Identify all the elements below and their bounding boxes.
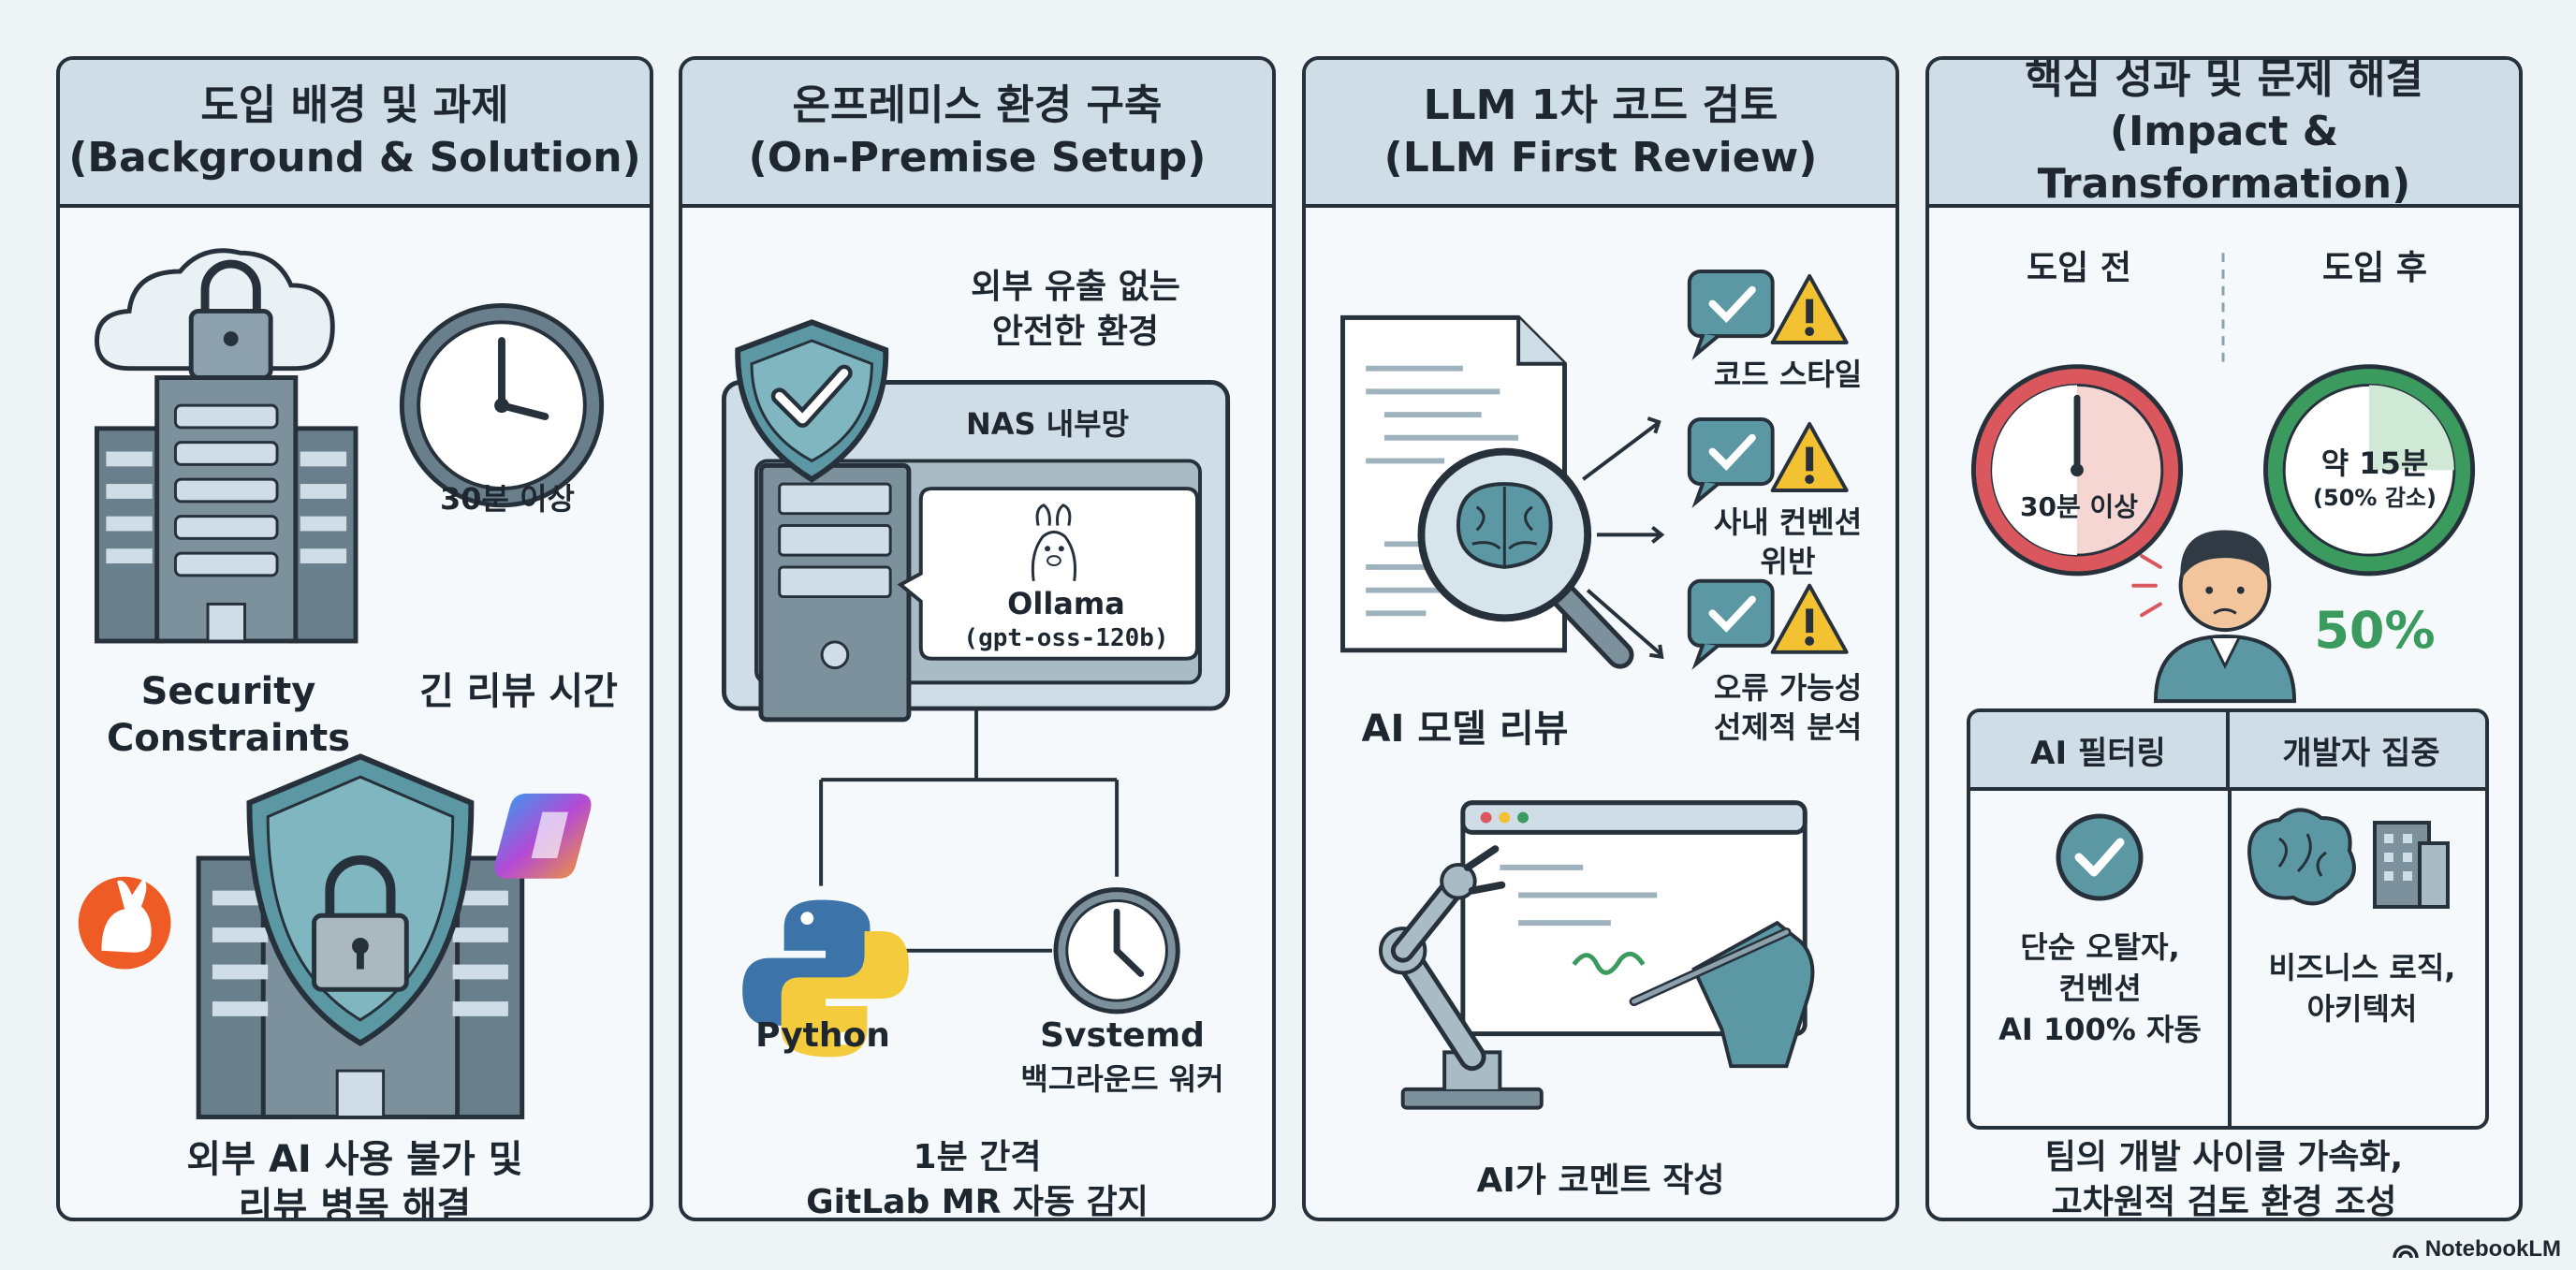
panel-title-ko: LLM 1차 코드 검토 [1423, 81, 1778, 129]
filter-line-3: AI 100% 자동 [1998, 1012, 2202, 1047]
brain-icon [2247, 808, 2356, 906]
dev-focus-header: 개발자 집중 [2230, 712, 2485, 791]
panel-header: 온프레미스 환경 구축 (On-Premise Setup) [682, 60, 1272, 208]
after-clock-line-2: (50% 감소) [2313, 485, 2437, 511]
systemd-clock-icon [1053, 887, 1180, 1015]
filter-line-2: 컨벤션 [2058, 971, 2142, 1006]
background-illustration [78, 248, 605, 1119]
ai-filter-header: AI 필터링 [1970, 712, 2230, 791]
after-label: 도입 후 [2322, 249, 2427, 287]
panel-title-ko: 핵심 성과 및 문제 해결 [2025, 56, 2423, 103]
panel-title-en: (On-Premise Setup) [748, 134, 1207, 182]
panel-title-en: (Impact & Transformation) [2037, 108, 2411, 208]
footer-line-1: 1분 간격 [913, 1138, 1042, 1176]
panel-header: 도입 배경 및 과제 (Background & Solution) [60, 60, 650, 208]
focus-line-2: 아키텍처 [2306, 991, 2418, 1027]
server-icon [758, 462, 912, 723]
check-circle-icon [2056, 813, 2144, 901]
focus-line-1: 비즈니스 로직, [2268, 950, 2456, 985]
panel-on-premise: 온프레미스 환경 구축 (On-Premise Setup) [679, 56, 1276, 1221]
error-line-2: 선제적 분석 [1713, 709, 1863, 745]
impact-illustration [1970, 253, 2476, 704]
panel-title-en: (Background & Solution) [68, 134, 641, 182]
before-clock-icon [1970, 364, 2184, 577]
panel-llm-review: LLM 1차 코드 검토 (LLM First Review) [1302, 56, 1899, 1221]
notebooklm-logo-icon [2392, 1245, 2419, 1259]
panel-impact: 핵심 성과 및 문제 해결 (Impact & Transformation) [1925, 56, 2523, 1221]
copilot-logo-icon [494, 793, 592, 879]
comparison-table: AI 필터링 개발자 집중 단순 오탈자, 컨벤션 AI 100% 자동 비즈니… [1967, 708, 2489, 1130]
security-constraints-label: Security Constraints [106, 670, 351, 760]
cloud-lock-icon [95, 248, 335, 381]
convention-warning-icon [1687, 417, 1849, 509]
after-clock-line-1: 약 15분 [2320, 445, 2429, 481]
before-label: 도입 전 [2027, 249, 2131, 287]
magnifier-brain-icon [1417, 447, 1634, 669]
hand-pen-icon [1629, 920, 1815, 1069]
panel-title-ko: 온프레미스 환경 구축 [792, 81, 1163, 129]
brand-label: NotebookLM [2424, 1236, 2561, 1262]
footer-line-2: 리뷰 병목 해결 [238, 1185, 472, 1221]
convention-line-1: 사내 컨벤션 [1713, 504, 1863, 540]
shield-lock-building-icon [196, 753, 525, 1119]
office-building-icon [2373, 821, 2450, 909]
bunny-logo-icon [78, 876, 171, 970]
footer-label: AI가 코멘트 작성 [1476, 1161, 1725, 1200]
python-logo-icon [742, 899, 909, 1058]
model-label: (gpt-oss-120b) [963, 624, 1169, 652]
panel-title-en: (LLM First Review) [1383, 134, 1818, 182]
convention-line-2: 위반 [1760, 544, 1816, 579]
python-label: Python [755, 1016, 890, 1055]
footer-line-1: 팀의 개발 사이클 가속화, [2044, 1138, 2404, 1176]
brand-badge: NotebookLM [2392, 1236, 2561, 1263]
review-time-label: 긴 리뷰 시간 [419, 670, 618, 713]
secure-env-line-2: 안전한 환경 [991, 313, 1160, 351]
shield-check-icon [735, 319, 889, 483]
percent-label: 50% [2314, 601, 2436, 660]
panel-title-ko: 도입 배경 및 과제 [200, 81, 509, 129]
systemd-label: Svstemd [1040, 1016, 1205, 1055]
on-premise-illustration [721, 319, 1231, 1058]
ai-review-label: AI 모델 리뷰 [1361, 708, 1569, 751]
clock-label: 30분 이상 [440, 481, 575, 517]
before-clock-label: 30분 이상 [2020, 491, 2138, 522]
error-warning-icon [1687, 578, 1849, 670]
footer-line-1: 외부 AI 사용 불가 및 [186, 1138, 523, 1181]
worried-developer-icon [2131, 530, 2297, 704]
nas-label: NAS 내부망 [965, 406, 1130, 442]
footer-line-2: GitLab MR 자동 감지 [806, 1183, 1149, 1221]
ollama-label: Ollama [1007, 586, 1125, 621]
after-clock-icon [2262, 364, 2476, 577]
filter-line-1: 단순 오탈자, [2020, 929, 2180, 965]
style-warning-icon [1687, 270, 1849, 361]
worker-label: 백그라운드 워커 [1020, 1061, 1224, 1097]
panel-header: LLM 1차 코드 검토 (LLM First Review) [1306, 60, 1895, 208]
panel-background: 도입 배경 및 과제 (Background & Solution) [56, 56, 653, 1221]
table-divider [2228, 791, 2232, 1126]
code-style-label: 코드 스타일 [1713, 357, 1863, 392]
error-line-1: 오류 가능성 [1713, 670, 1863, 706]
ollama-llama-icon [1031, 504, 1077, 581]
table-icons [2056, 808, 2450, 909]
secure-env-line-1: 외부 유출 없는 [971, 268, 1180, 306]
footer-line-2: 고차원적 검토 환경 조성 [2051, 1183, 2397, 1221]
panel-header: 핵심 성과 및 문제 해결 (Impact & Transformation) [1929, 60, 2519, 208]
robot-arm-icon [1379, 845, 1544, 1110]
llm-review-illustration [1340, 270, 1849, 1110]
server-building-icon [95, 375, 359, 644]
clock-icon [399, 303, 605, 508]
